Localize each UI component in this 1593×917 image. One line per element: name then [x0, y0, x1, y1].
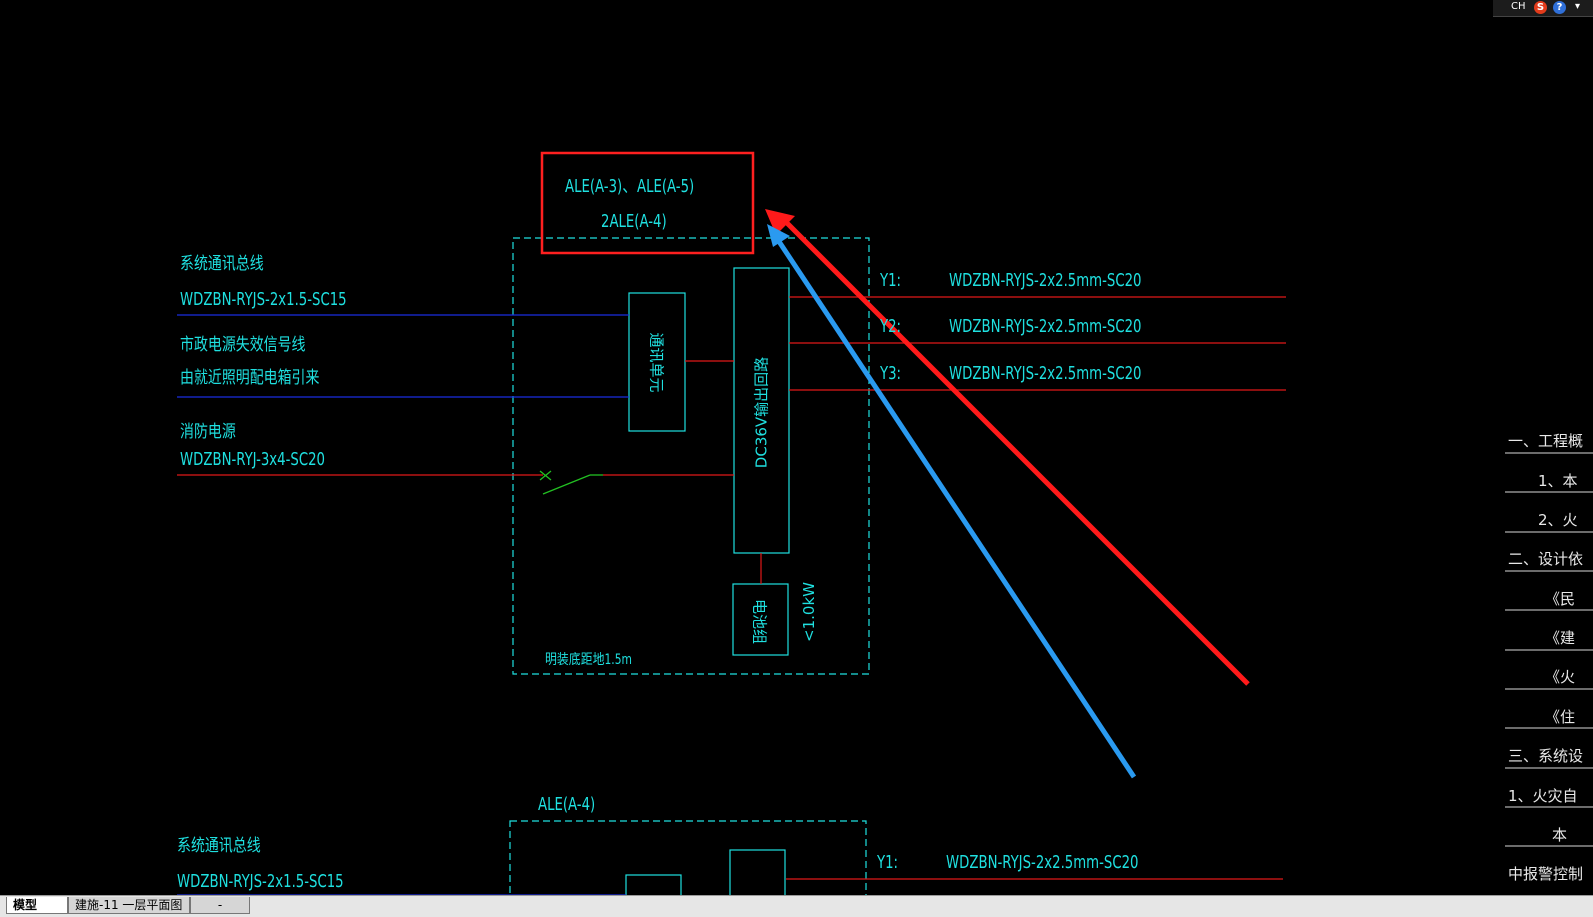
second-panel-box-outline	[509, 820, 867, 895]
side-item: 一、工程概	[1508, 432, 1584, 450]
y3-cable: WDZBN-RYJS-2x2.5mm-SC20	[949, 363, 1142, 384]
side-item: 1、本	[1538, 472, 1578, 490]
battery-label: 电池组	[750, 598, 769, 644]
y2-label: Y2:	[880, 316, 902, 337]
comm-unit-label: 通讯单元	[647, 332, 666, 393]
side-item: 2、火	[1538, 511, 1578, 529]
menu-dropdown-icon[interactable]: ▾	[1575, 1, 1581, 12]
ime-toolbar: CH S ? ▾	[1493, 0, 1593, 17]
tab-layout-2[interactable]: -	[190, 897, 250, 914]
y3-label: Y3:	[880, 363, 902, 384]
side-item: 《建	[1545, 629, 1576, 647]
breaker-switch-symbol	[539, 470, 603, 495]
bus-title-1: 系统通讯总线	[180, 254, 264, 274]
power-fail-title: 市政电源失效信号线	[180, 335, 306, 355]
highlight-box	[540, 151, 755, 255]
side-item: 《民	[1545, 590, 1576, 608]
tab-model[interactable]: 模型	[6, 897, 68, 914]
help-icon[interactable]: ?	[1553, 1, 1566, 14]
cad-drawing-canvas[interactable]: ALE(A-3)、ALE(A-5) 2ALE(A-4) 系统通讯总线 WDZBN…	[0, 0, 1593, 895]
bus-title-2: 系统通讯总线	[177, 836, 261, 856]
drawing-lines	[177, 151, 1593, 895]
fire-power-title: 消防电源	[180, 422, 236, 442]
side-item: 中报警控制	[1508, 865, 1584, 883]
second-y1-label: Y1:	[877, 852, 899, 873]
highlight-label-line1: ALE(A-3)、ALE(A-5)	[565, 176, 695, 197]
red-annotation-arrow	[765, 209, 1250, 686]
y2-cable: WDZBN-RYJS-2x2.5mm-SC20	[949, 316, 1142, 337]
tab-layout-1[interactable]: 建施-11 一层平面图	[68, 897, 190, 914]
sogou-icon[interactable]: S	[1534, 1, 1547, 14]
y1-cable: WDZBN-RYJS-2x2.5mm-SC20	[949, 270, 1142, 291]
side-item: 《火	[1545, 668, 1576, 686]
panel-box-outline	[512, 237, 870, 675]
second-box-label: ALE(A-4)	[538, 794, 596, 815]
second-y1-cable: WDZBN-RYJS-2x2.5mm-SC20	[946, 852, 1139, 873]
blue-annotation-arrow	[767, 224, 1137, 779]
fire-power-cable: WDZBN-RYJ-3x4-SC20	[180, 449, 325, 470]
output-circuit-label: DC36V输出回路	[752, 356, 771, 469]
side-item: 二、设计依	[1508, 550, 1584, 568]
side-item: 三、系统设	[1508, 747, 1584, 765]
comm-unit-box	[628, 292, 686, 432]
ime-language-indicator[interactable]: CH	[1511, 1, 1526, 12]
side-item: 《住	[1545, 708, 1576, 726]
power-fail-source: 由就近照明配电箱引来	[180, 368, 320, 388]
highlight-label-line2: 2ALE(A-4)	[601, 211, 667, 232]
layout-tab-bar: 模型 建施-11 一层平面图 -	[0, 895, 1593, 917]
battery-power-label: <1.0kW	[800, 582, 818, 642]
side-item: 1、火灾自	[1508, 787, 1578, 805]
y1-label: Y1:	[880, 270, 902, 291]
mount-note: 明装底距地1.5m	[545, 652, 632, 668]
bus-cable-1: WDZBN-RYJS-2x1.5-SC15	[180, 289, 347, 310]
bus-cable-2: WDZBN-RYJS-2x1.5-SC15	[177, 871, 344, 892]
side-item: 本	[1552, 826, 1568, 844]
